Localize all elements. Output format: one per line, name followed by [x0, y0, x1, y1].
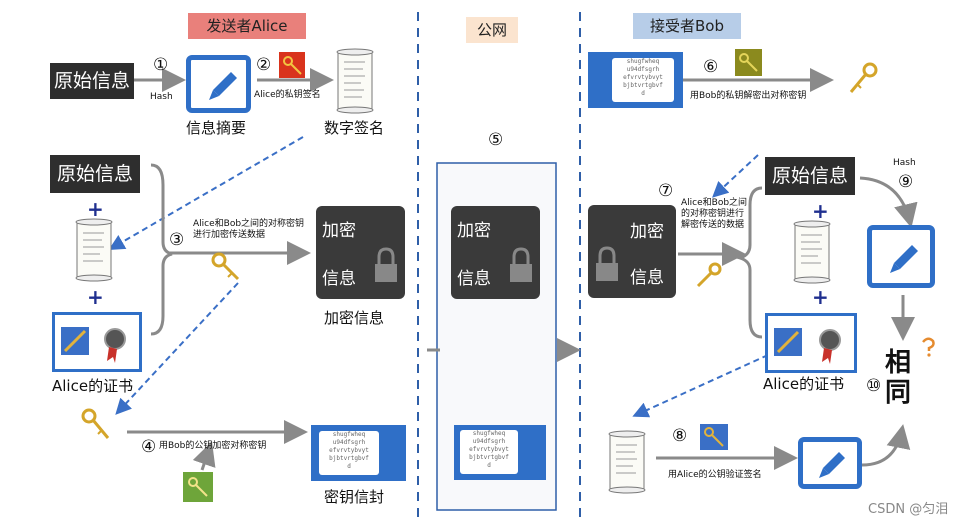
- encrypt-text-2: 信息: [322, 269, 356, 289]
- step-6: ⑥: [703, 57, 719, 77]
- symmetric-key-icon: [211, 252, 240, 281]
- sender-header: 发送者Alice: [188, 13, 306, 39]
- same-text: 相 同: [885, 348, 925, 408]
- encrypted-info-label: 加密信息: [324, 309, 385, 327]
- alice-public-key-icon: [700, 424, 728, 450]
- envelope-label: 密钥信封: [324, 488, 385, 506]
- verify-digest-icon: [798, 437, 862, 489]
- digest-label: 信息摘要: [186, 119, 247, 137]
- encrypted-info-icon: 加密 信息: [316, 206, 405, 299]
- lock-icon: [510, 247, 532, 282]
- lock-icon: [375, 247, 397, 282]
- plus-4: +: [812, 285, 829, 309]
- pen-icon: [209, 72, 237, 100]
- public-envelope-cipher: shugfwheq u94dfsgrh efvrvtybvyt bjbtvrtg…: [460, 430, 518, 474]
- hash-label-2: Hash: [893, 158, 916, 168]
- public-encrypt-text-1: 加密: [457, 221, 491, 241]
- alice-certificate-label: Alice的证书: [52, 377, 134, 395]
- step-9: ⑨: [898, 172, 914, 192]
- key-icon: [739, 53, 758, 72]
- signature-label: 数字签名: [324, 119, 385, 137]
- step-10: ⑩: [866, 376, 882, 396]
- step-8: ⑧: [672, 426, 688, 446]
- envelope-icon: shugfwheq u94dfsgrh efvrvtybvyt bjbtvrtg…: [311, 425, 406, 481]
- alice-certificate-box: [52, 312, 142, 372]
- sign-label: Alice的私钥签名: [254, 90, 321, 100]
- plus-1: +: [87, 197, 104, 221]
- public-key-icon: [183, 472, 213, 502]
- certificate-icon: [61, 327, 126, 363]
- certificate-icon: [774, 328, 841, 364]
- bob-private-key-label: 用Bob的私钥解密出对称密钥: [690, 91, 807, 101]
- original-info-box: 原始信息: [50, 63, 134, 99]
- received-envelope-cipher: shugfwheq u94dfsgrh efvrvtybvyt bjbtvrtg…: [612, 58, 674, 102]
- step-4: ④: [141, 437, 157, 457]
- received-original-info-box: 原始信息: [765, 157, 855, 195]
- ribbon-seal-icon: [819, 329, 841, 351]
- received-encrypted-info-icon: 加密 信息: [588, 205, 676, 298]
- key-icon: [283, 56, 302, 75]
- received-certificate-box: [765, 313, 857, 373]
- bob-private-key-icon: [735, 49, 762, 76]
- public-header: 公网: [466, 17, 518, 43]
- received-envelope-icon: shugfwheq u94dfsgrh efvrvtybvyt bjbtvrtg…: [588, 52, 683, 108]
- public-envelope-icon: shugfwheq u94dfsgrh efvrvtybvyt bjbtvrtg…: [454, 425, 546, 480]
- question-icon: [922, 337, 935, 357]
- step-3: ③: [169, 230, 185, 250]
- received-encrypt-text-2: 信息: [630, 268, 664, 288]
- plus-2: +: [87, 285, 104, 309]
- bob-public-key-label: 用Bob的公钥加密对称密钥: [159, 441, 267, 451]
- public-encrypted-info-icon: 加密 信息: [451, 206, 540, 299]
- received-key-icon: [696, 262, 722, 288]
- step-5: ⑤: [488, 130, 504, 150]
- step-1: ①: [153, 55, 169, 75]
- step-2: ②: [256, 55, 272, 75]
- pen-icon: [890, 245, 918, 273]
- same-char-2: 同: [885, 378, 912, 408]
- signature-scroll-icon-2: [608, 430, 646, 494]
- received-certificate-label: Alice的证书: [763, 375, 845, 393]
- digest-icon: [186, 55, 251, 113]
- decrypt-label: Alice和Bob之间的对称密钥进行解密传送的数据: [681, 198, 748, 230]
- symmetric-key-label: Alice和Bob之间的对称密钥进行加密传送数据: [193, 219, 305, 240]
- received-digest-icon: [867, 225, 935, 288]
- private-key-icon: [279, 52, 305, 78]
- key-icon: [704, 427, 724, 447]
- lock-icon: [596, 246, 618, 281]
- receiver-header: 接受者Bob: [633, 13, 741, 39]
- same-char-1: 相: [885, 348, 912, 378]
- scroll-icon: [75, 218, 113, 282]
- watermark: CSDN @匀泪: [868, 502, 949, 517]
- received-scroll-icon: [793, 220, 831, 284]
- key-icon: [188, 477, 208, 497]
- key-icon-2: [81, 408, 110, 439]
- pen-icon: [819, 452, 845, 478]
- signature-scroll-icon: [336, 48, 374, 114]
- original-info-box-2: 原始信息: [50, 155, 140, 193]
- envelope-cipher: shugfwheq u94dfsgrh efvrvtybvyt bjbtvrtg…: [319, 431, 379, 475]
- received-encrypt-text-1: 加密: [630, 222, 664, 242]
- step-7: ⑦: [658, 181, 674, 201]
- ribbon-seal-icon: [104, 328, 126, 350]
- verify-label: 用Alice的公钥验证签名: [668, 470, 762, 480]
- hash-label: Hash: [150, 92, 173, 102]
- decrypted-key-icon: [849, 62, 878, 93]
- public-encrypt-text-2: 信息: [457, 269, 491, 289]
- encrypt-text-1: 加密: [322, 221, 356, 241]
- plus-3: +: [812, 199, 829, 223]
